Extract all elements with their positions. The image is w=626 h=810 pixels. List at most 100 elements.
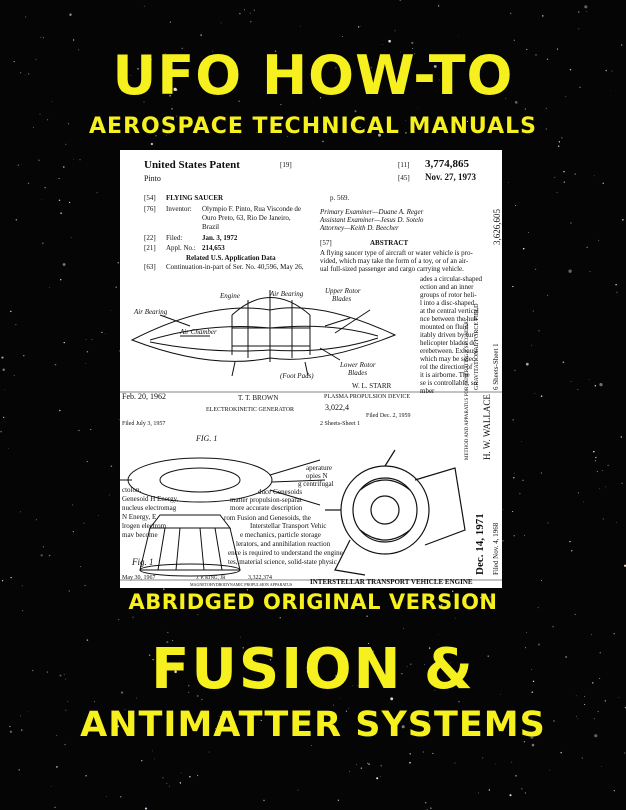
field-22: [22]	[144, 234, 156, 242]
star	[40, 554, 43, 557]
star	[513, 535, 515, 537]
star	[72, 39, 75, 41]
heading-antimatter: ANTIMATTER SYSTEMS	[80, 705, 546, 745]
star	[19, 715, 21, 717]
star	[522, 247, 525, 250]
star	[255, 132, 257, 133]
star	[255, 660, 257, 662]
star	[244, 9, 246, 11]
star	[70, 237, 72, 238]
star	[411, 41, 414, 44]
star	[412, 47, 414, 50]
abstract-heading: ABSTRACT	[370, 239, 409, 247]
star	[150, 142, 154, 146]
star	[110, 465, 113, 467]
inventor-address-1: Ouro Preto, 63, Rio De Janeiro,	[202, 214, 291, 222]
star	[578, 28, 580, 30]
star	[545, 128, 547, 130]
star	[188, 691, 190, 693]
label-air-chamber: Air Chamber	[180, 328, 217, 336]
star	[454, 617, 456, 619]
star	[260, 719, 262, 722]
star	[406, 666, 408, 668]
book-subtitle: AEROSPACE TECHNICAL MANUALS	[89, 114, 537, 139]
star	[458, 35, 460, 37]
star	[51, 101, 53, 102]
star	[515, 204, 517, 207]
star	[434, 690, 436, 692]
star	[8, 447, 9, 449]
star	[433, 659, 434, 661]
star	[624, 752, 626, 754]
star	[461, 54, 463, 56]
abstract-line-1: A flying saucer type of aircraft or wate…	[320, 249, 473, 257]
star	[541, 579, 542, 581]
star	[2, 368, 5, 371]
star	[509, 794, 512, 797]
star	[547, 522, 549, 524]
star	[553, 720, 555, 722]
star	[169, 785, 171, 787]
star	[10, 310, 12, 313]
king-number: 3,322,374	[248, 575, 272, 581]
star	[387, 65, 390, 67]
wallace-title-1: METHOD AND APPARATUS FOR GENERATING A SE…	[465, 317, 470, 460]
star	[20, 511, 21, 513]
star	[20, 164, 22, 165]
star	[299, 25, 301, 27]
star	[502, 509, 504, 510]
star	[359, 126, 361, 129]
star	[378, 133, 381, 137]
star	[538, 643, 540, 645]
star	[530, 735, 534, 739]
star	[556, 48, 559, 50]
star	[174, 670, 177, 674]
star	[605, 486, 607, 488]
star	[120, 691, 124, 694]
star	[584, 703, 586, 706]
star	[405, 120, 407, 122]
star	[425, 802, 427, 804]
star	[439, 79, 440, 81]
star	[449, 662, 451, 664]
engine-drawing	[325, 449, 466, 576]
star	[399, 0, 401, 1]
star	[429, 720, 431, 722]
center-fragment: opies N	[306, 472, 328, 480]
center-fragment: ence is required to understand the engin…	[228, 549, 343, 557]
star	[197, 614, 199, 616]
star	[356, 764, 358, 765]
wallace-filed: Filed Nov. 4, 1968	[492, 522, 500, 575]
star	[584, 5, 588, 9]
star	[599, 488, 601, 490]
star	[56, 766, 58, 768]
star	[524, 534, 525, 536]
star	[279, 617, 281, 619]
star	[454, 762, 456, 764]
brown-filed: Filed July 3, 1957	[122, 421, 166, 427]
star	[31, 669, 34, 672]
star	[79, 159, 81, 161]
center-fragment: matter propulsion-separat	[230, 496, 302, 504]
star	[98, 515, 99, 516]
star	[9, 730, 13, 733]
star	[144, 807, 148, 810]
star	[532, 680, 535, 683]
star	[215, 728, 216, 729]
star	[35, 59, 37, 61]
star	[115, 286, 117, 288]
star	[495, 763, 496, 765]
star	[599, 652, 601, 654]
star	[198, 663, 200, 665]
star	[428, 678, 430, 680]
patent-date: Nov. 27, 1973	[425, 172, 477, 182]
brown-date: Feb. 20, 1962	[122, 392, 166, 401]
star	[68, 590, 70, 592]
star	[593, 718, 595, 720]
star	[15, 324, 17, 326]
related-data-heading: Related U.S. Application Data	[186, 254, 276, 262]
star	[512, 285, 514, 288]
star	[531, 669, 532, 670]
star	[394, 30, 396, 32]
star	[181, 47, 183, 50]
